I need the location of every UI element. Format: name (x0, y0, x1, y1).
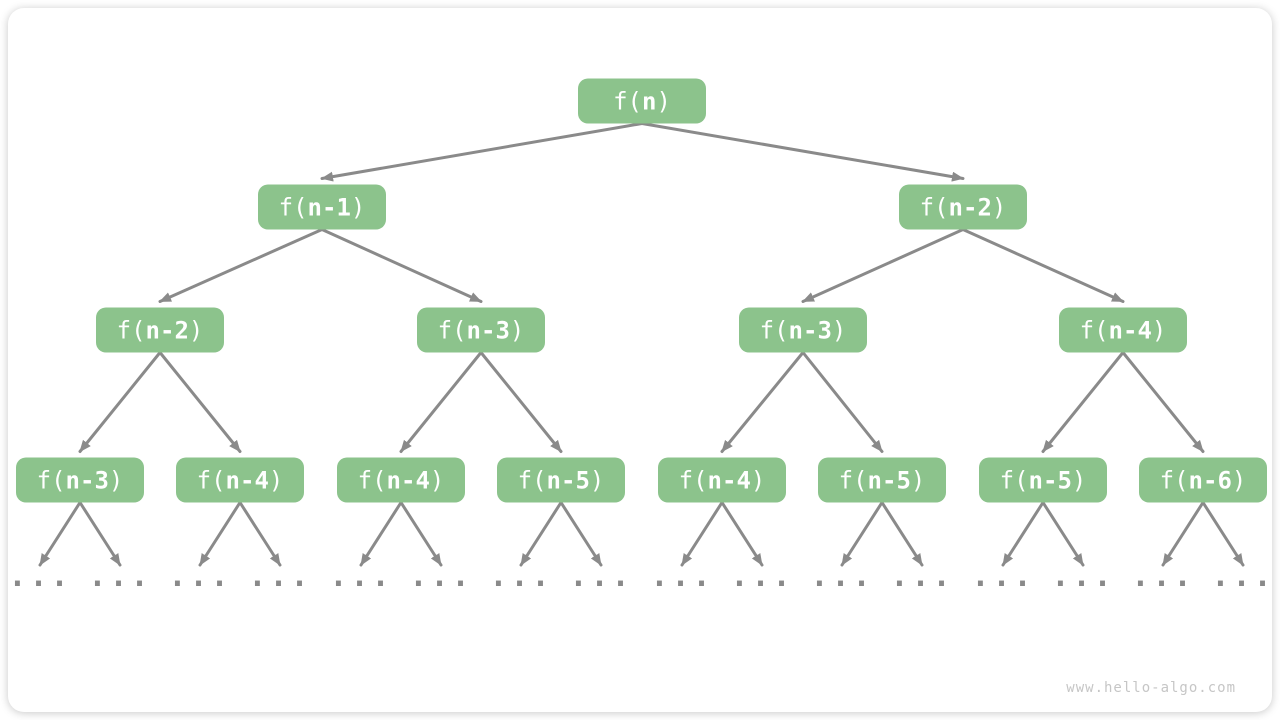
node-label-post: ) (656, 87, 671, 115)
tree-node-ab: f(n-3) (417, 307, 545, 353)
node-label-post: ) (1151, 316, 1167, 344)
node-label-var: n-3 (788, 316, 832, 344)
tree-node-bb: f(n-4) (1059, 307, 1187, 353)
node-label-pre: f( (517, 466, 547, 494)
ellipsis-e3: ... (168, 559, 232, 594)
node-label-pre: f( (1079, 316, 1109, 344)
node-label-pre: f( (1159, 466, 1189, 494)
node-label-post: ) (1231, 466, 1247, 494)
tree-node-aaa: f(n-3) (16, 457, 144, 503)
node-label-var: n-5 (546, 466, 590, 494)
node-label-pre: f( (437, 316, 467, 344)
node-label-pre: f( (759, 316, 789, 344)
tree-node-baa: f(n-4) (658, 457, 786, 503)
node-label-pre: f( (36, 466, 66, 494)
tree-node-bbb: f(n-6) (1139, 457, 1267, 503)
node-label-pre: f( (999, 466, 1029, 494)
node-label-var: n-3 (466, 316, 510, 344)
ellipsis-e8: ... (569, 559, 633, 594)
tree-node-aab: f(n-4) (176, 457, 304, 503)
node-label-post: ) (188, 316, 204, 344)
ellipsis-e6: ... (409, 559, 473, 594)
node-label-post: ) (429, 466, 445, 494)
node-label-var: n-5 (1028, 466, 1072, 494)
tree-node-abb: f(n-5) (497, 457, 625, 503)
node-label-var: n-4 (707, 466, 751, 494)
tree-node-bab: f(n-5) (818, 457, 946, 503)
node-label-var: n-5 (867, 466, 911, 494)
ellipsis-e4: ... (248, 559, 312, 594)
tree-node-aa: f(n-2) (96, 307, 224, 353)
ellipsis-e5: ... (329, 559, 393, 594)
ellipsis-e13: ... (971, 559, 1035, 594)
tree-node-a: f(n-1) (258, 184, 386, 230)
tree-node-aba: f(n-4) (337, 457, 465, 503)
ellipsis-e16: ... (1211, 559, 1275, 594)
node-label-post: ) (910, 466, 926, 494)
node-label-var: n-6 (1188, 466, 1232, 494)
node-label-var: n-1 (307, 193, 351, 221)
tree-node-bba: f(n-5) (979, 457, 1107, 503)
node-label-pre: f( (838, 466, 868, 494)
ellipsis-e14: ... (1051, 559, 1115, 594)
node-label-var: n-4 (1108, 316, 1152, 344)
node-label-pre: f( (357, 466, 387, 494)
tree-node-b: f(n-2) (899, 184, 1027, 230)
ellipsis-e7: ... (489, 559, 553, 594)
node-label-post: ) (1071, 466, 1087, 494)
ellipsis-e9: ... (650, 559, 714, 594)
ellipsis-e10: ... (730, 559, 794, 594)
node-label-var: n-2 (948, 193, 992, 221)
node-label-var: n (642, 87, 657, 115)
node-label-post: ) (509, 316, 525, 344)
node-label-var: n-2 (145, 316, 189, 344)
node-label-post: ) (350, 193, 366, 221)
node-label-pre: f( (919, 193, 949, 221)
tree-node-ba: f(n-3) (739, 307, 867, 353)
tree-node-root: f(n) (578, 78, 706, 124)
node-label-var: n-4 (225, 466, 269, 494)
ellipsis-e1: ... (8, 559, 72, 594)
ellipsis-e11: ... (810, 559, 874, 594)
ellipsis-e2: ... (88, 559, 152, 594)
node-label-post: ) (589, 466, 605, 494)
node-label-pre: f( (278, 193, 308, 221)
node-label-post: ) (831, 316, 847, 344)
node-label-pre: f( (196, 466, 226, 494)
node-label-pre: f( (116, 316, 146, 344)
node-label-pre: f( (678, 466, 708, 494)
node-label-post: ) (991, 193, 1007, 221)
ellipsis-e15: ... (1131, 559, 1195, 594)
watermark: www.hello-algo.com (1066, 680, 1236, 696)
node-label-post: ) (268, 466, 284, 494)
node-label-post: ) (108, 466, 124, 494)
node-label-var: n-4 (386, 466, 430, 494)
node-label-var: n-3 (65, 466, 109, 494)
ellipsis-e12: ... (890, 559, 954, 594)
node-label-pre: f( (613, 87, 642, 115)
node-label-post: ) (750, 466, 766, 494)
